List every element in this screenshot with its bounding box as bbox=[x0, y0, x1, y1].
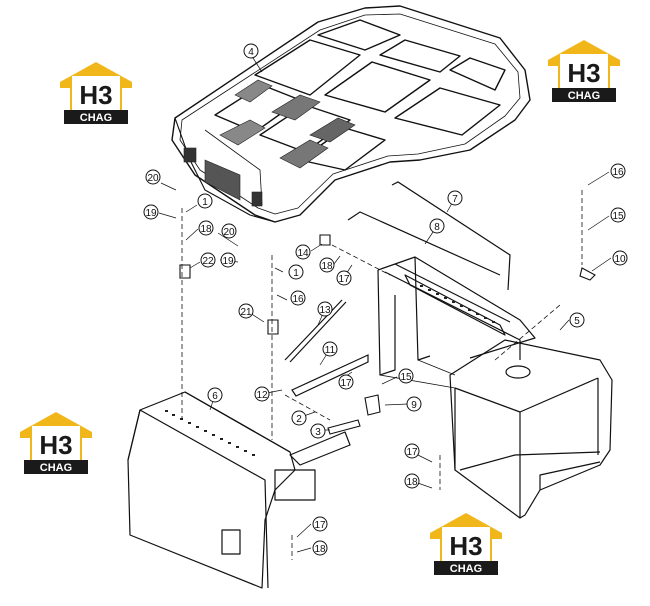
callout-17b: 17 bbox=[338, 374, 354, 390]
svg-text:16: 16 bbox=[612, 167, 624, 178]
callout-19: 19 bbox=[143, 204, 159, 220]
svg-text:2: 2 bbox=[296, 414, 302, 425]
svg-text:18: 18 bbox=[406, 477, 418, 488]
callout-5: 5 bbox=[569, 312, 585, 328]
small-brackets bbox=[179, 234, 596, 435]
svg-text:1: 1 bbox=[293, 268, 299, 279]
svg-text:1: 1 bbox=[202, 197, 208, 208]
callout-20: 20 bbox=[145, 169, 161, 185]
svg-text:22: 22 bbox=[202, 256, 214, 267]
callout-1b: 1 bbox=[288, 264, 304, 280]
svg-text:14: 14 bbox=[297, 248, 309, 259]
callout-4: 4 bbox=[243, 43, 259, 59]
callout-numbers: 4 20 19 1 18 20 19 22 1 16 21 14 18 17 7… bbox=[143, 43, 628, 556]
assembly-lines bbox=[181, 190, 583, 560]
svg-text:18: 18 bbox=[314, 544, 326, 555]
svg-text:6: 6 bbox=[212, 391, 218, 402]
svg-text:20: 20 bbox=[147, 173, 159, 184]
cover-perforations bbox=[165, 410, 255, 456]
svg-text:H3: H3 bbox=[567, 58, 600, 88]
svg-text:11: 11 bbox=[325, 345, 336, 356]
callout-9: 9 bbox=[406, 396, 422, 412]
brand-logo-bottom-left: H3 CHAG bbox=[20, 412, 92, 474]
callout-12: 12 bbox=[254, 386, 270, 402]
svg-text:17: 17 bbox=[406, 447, 418, 458]
svg-text:3: 3 bbox=[315, 427, 321, 438]
svg-text:CHAG: CHAG bbox=[40, 462, 72, 474]
brand-logo-bottom-right: H3 CHAG bbox=[430, 513, 502, 575]
svg-text:10: 10 bbox=[614, 254, 626, 265]
callout-17c: 17 bbox=[404, 443, 420, 459]
svg-text:20: 20 bbox=[223, 227, 235, 238]
frame-perforations bbox=[420, 285, 495, 323]
callout-3: 3 bbox=[310, 423, 326, 439]
svg-text:CHAG: CHAG bbox=[568, 90, 600, 102]
callout-14: 14 bbox=[295, 244, 311, 260]
svg-text:12: 12 bbox=[256, 390, 268, 401]
callout-18d: 18 bbox=[312, 540, 328, 556]
brand-logo-top-right: H3 CHAG bbox=[548, 40, 620, 102]
svg-text:H3: H3 bbox=[39, 430, 72, 460]
callout-18b: 18 bbox=[319, 257, 335, 273]
svg-text:13: 13 bbox=[319, 305, 331, 316]
callout-17d: 17 bbox=[312, 516, 328, 532]
callout-18: 18 bbox=[198, 220, 214, 236]
callout-18c: 18 bbox=[404, 473, 420, 489]
callout-22: 22 bbox=[200, 252, 216, 268]
callout-16: 16 bbox=[290, 290, 306, 306]
svg-text:5: 5 bbox=[574, 316, 580, 327]
callout-8: 8 bbox=[429, 218, 445, 234]
svg-text:21: 21 bbox=[240, 307, 252, 318]
svg-text:H3: H3 bbox=[79, 80, 112, 110]
rails bbox=[284, 181, 511, 397]
callout-20b: 20 bbox=[221, 223, 237, 239]
svg-text:15: 15 bbox=[612, 211, 624, 222]
svg-text:CHAG: CHAG bbox=[450, 563, 482, 575]
callout-6: 6 bbox=[207, 387, 223, 403]
callout-11: 11 bbox=[322, 341, 338, 357]
callout-10: 10 bbox=[612, 250, 628, 266]
callout-15b: 15 bbox=[610, 207, 626, 223]
svg-text:8: 8 bbox=[434, 222, 440, 233]
callout-15: 15 bbox=[398, 368, 414, 384]
svg-text:17: 17 bbox=[314, 520, 326, 531]
main-frame bbox=[377, 256, 613, 519]
svg-text:17: 17 bbox=[340, 378, 352, 389]
callout-19b: 19 bbox=[220, 252, 236, 268]
callout-16b: 16 bbox=[610, 163, 626, 179]
svg-text:18: 18 bbox=[321, 261, 333, 272]
roof-grilles bbox=[183, 79, 356, 207]
brand-logo-top-left: H3 CHAG bbox=[60, 62, 132, 124]
callout-7: 7 bbox=[447, 190, 463, 206]
svg-text:4: 4 bbox=[248, 47, 254, 58]
svg-text:19: 19 bbox=[145, 208, 157, 219]
callout-2: 2 bbox=[291, 410, 307, 426]
svg-text:19: 19 bbox=[222, 256, 234, 267]
svg-text:18: 18 bbox=[200, 224, 212, 235]
svg-text:15: 15 bbox=[400, 372, 412, 383]
svg-text:16: 16 bbox=[292, 294, 304, 305]
callout-21: 21 bbox=[238, 303, 254, 319]
svg-text:CHAG: CHAG bbox=[80, 112, 112, 124]
svg-text:7: 7 bbox=[452, 194, 458, 205]
svg-text:9: 9 bbox=[411, 400, 417, 411]
svg-text:17: 17 bbox=[338, 274, 350, 285]
callout-17: 17 bbox=[336, 270, 352, 286]
callout-13: 13 bbox=[317, 301, 333, 317]
callout-1: 1 bbox=[197, 193, 213, 209]
side-cover bbox=[127, 391, 351, 589]
svg-text:H3: H3 bbox=[449, 531, 482, 561]
